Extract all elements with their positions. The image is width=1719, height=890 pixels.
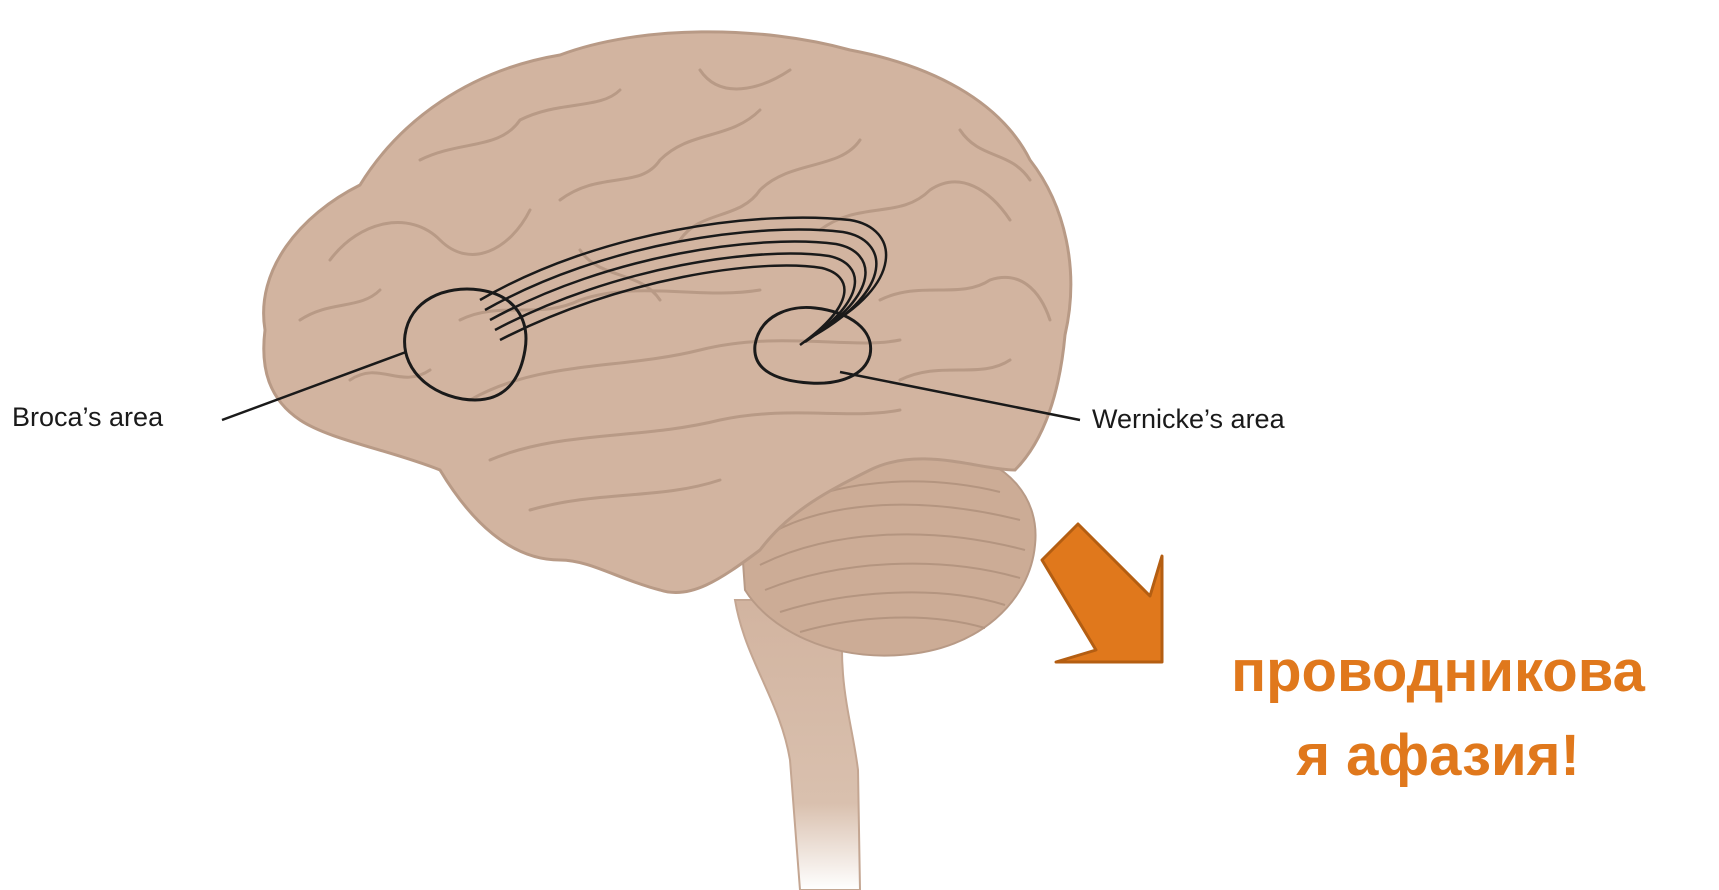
conduction-aphasia-caption: проводникова я афазия!: [1168, 630, 1708, 798]
down-right-arrow-icon: [1042, 524, 1162, 662]
broca-area-label: Broca’s area: [12, 402, 163, 433]
caption-line-1: проводникова: [1168, 630, 1708, 714]
caption-line-2: я афазия!: [1168, 714, 1708, 798]
wernicke-area-label: Wernicke’s area: [1092, 404, 1285, 435]
